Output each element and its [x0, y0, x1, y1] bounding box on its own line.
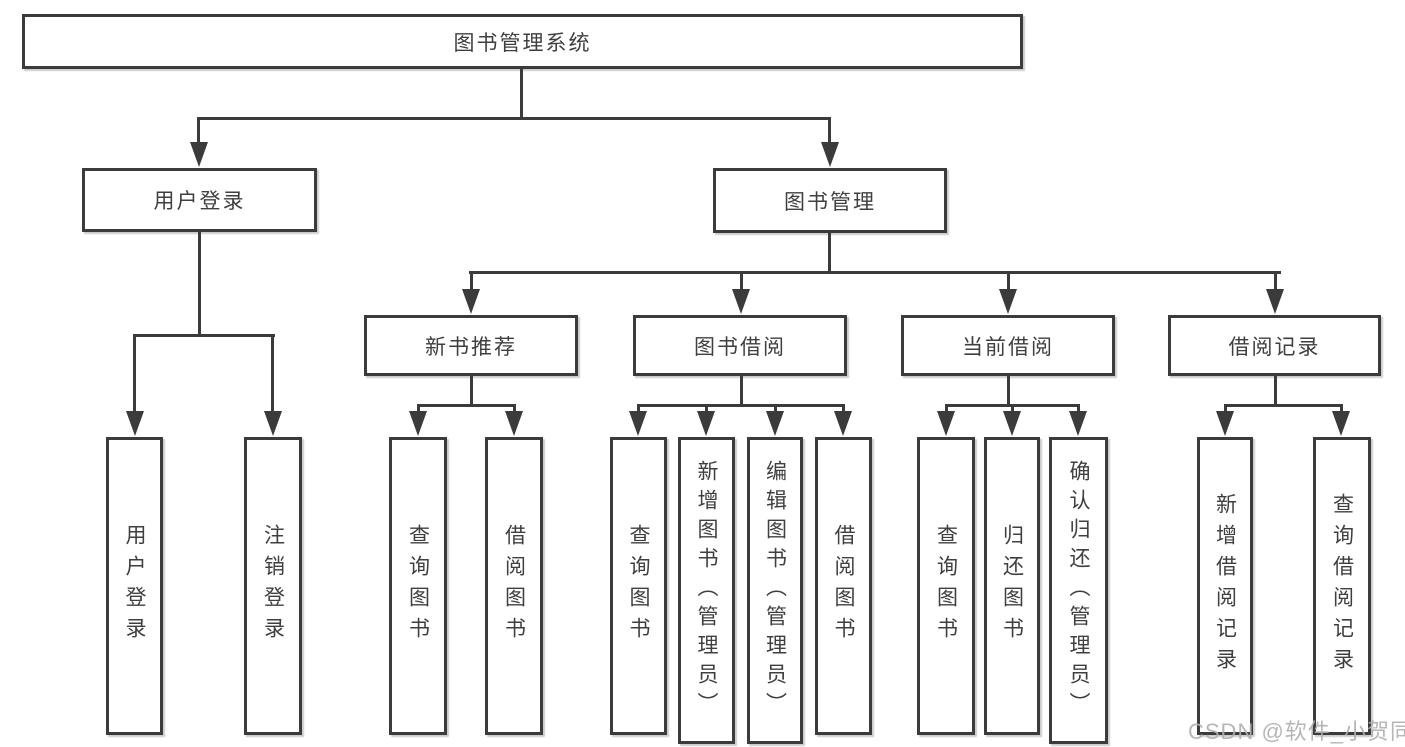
connector-line: [1224, 404, 1343, 407]
connector-line: [828, 117, 831, 145]
arrow-down-icon: [766, 411, 784, 436]
connector-line: [271, 334, 274, 412]
arrow-down-icon: [462, 289, 480, 314]
leaf-logout: 注销登录: [244, 437, 302, 735]
connector-line: [637, 404, 640, 414]
connector-line: [945, 404, 948, 414]
node-current-borrowing: 当前借阅: [901, 315, 1115, 376]
leaf-recommend-borrow-books-label: 借阅图书: [502, 524, 526, 648]
node-borrowing-records-label: 借阅记录: [1228, 335, 1321, 359]
arrow-down-icon: [937, 411, 955, 436]
connector-line: [1274, 271, 1277, 291]
leaf-return-books-label: 归还图书: [1000, 524, 1024, 648]
node-borrowing-records: 借阅记录: [1168, 315, 1381, 376]
arrow-down-icon: [1266, 289, 1284, 314]
node-book-borrowing-label: 图书借阅: [694, 335, 786, 359]
node-book-borrowing: 图书借阅: [633, 315, 847, 376]
connector-line: [828, 233, 831, 273]
connector-line: [417, 404, 516, 407]
connector-line: [740, 271, 743, 291]
arrow-down-icon: [629, 411, 647, 436]
node-book-management: 图书管理: [713, 168, 947, 233]
connector-line: [133, 334, 275, 337]
node-new-book-recommend-label: 新书推荐: [425, 335, 517, 359]
arrow-down-icon: [264, 411, 282, 436]
connector-line: [133, 334, 136, 412]
arrow-down-icon: [1003, 411, 1021, 436]
connector-line: [637, 404, 845, 407]
arrow-down-icon: [126, 411, 144, 436]
connector-line: [774, 404, 777, 414]
arrow-down-icon: [999, 289, 1017, 314]
connector-line: [520, 69, 523, 118]
csdn-watermark: CSDN @软件_小贺同学: [1188, 719, 1405, 744]
leaf-user-login-label: 用户登录: [123, 524, 146, 648]
leaf-logout-label: 注销登录: [261, 524, 285, 648]
leaf-borrow-borrow-books-label: 借阅图书: [832, 524, 855, 648]
connector-line: [197, 117, 831, 120]
connector-line: [197, 117, 200, 145]
connector-line: [1007, 271, 1010, 291]
node-user-login-label: 用户登录: [153, 190, 246, 213]
connector-line: [469, 271, 1281, 274]
node-book-management-label: 图书管理: [784, 190, 876, 214]
leaf-add-books-admin: 新增图书（管理员）: [678, 437, 735, 744]
node-new-book-recommend: 新书推荐: [364, 315, 578, 376]
leaf-borrow-query-books-label: 查询图书: [627, 524, 650, 648]
leaf-edit-books-admin: 编辑图书（管理员）: [747, 437, 803, 744]
node-current-borrowing-label: 当前借阅: [962, 335, 1054, 359]
node-root-label: 图书管理系统: [453, 31, 592, 55]
connector-line: [1224, 404, 1227, 414]
connector-line: [198, 232, 201, 336]
leaf-current-query-books: 查询图书: [917, 437, 975, 735]
connector-line: [1007, 376, 1010, 406]
leaf-current-query-books-label: 查询图书: [934, 524, 958, 648]
arrow-down-icon: [697, 411, 715, 436]
leaf-add-borrow-record: 新增借阅记录: [1197, 437, 1253, 735]
arrow-down-icon: [834, 411, 852, 436]
leaf-user-login: 用户登录: [106, 437, 163, 735]
connector-line: [417, 404, 420, 414]
arrow-down-icon: [409, 411, 427, 436]
leaf-return-books: 归还图书: [984, 437, 1040, 735]
leaf-edit-books-admin-label: 编辑图书（管理员）: [763, 460, 787, 721]
connector-line: [1011, 404, 1014, 414]
connector-line: [470, 376, 473, 406]
leaf-recommend-borrow-books: 借阅图书: [485, 437, 543, 735]
connector-line: [740, 376, 743, 406]
leaf-add-books-admin-label: 新增图书（管理员）: [695, 460, 718, 721]
arrow-down-icon: [821, 142, 839, 167]
connector-line: [513, 404, 516, 414]
node-user-login: 用户登录: [82, 168, 317, 232]
leaf-confirm-return-admin: 确认归还（管理员）: [1049, 437, 1108, 744]
leaf-query-borrow-record: 查询借阅记录: [1313, 437, 1371, 735]
connector-line: [470, 271, 473, 291]
node-root: 图书管理系统: [22, 14, 1023, 69]
leaf-recommend-query-books-label: 查询图书: [406, 524, 430, 648]
arrow-down-icon: [505, 411, 523, 436]
leaf-recommend-query-books: 查询图书: [389, 437, 447, 735]
leaf-borrow-query-books: 查询图书: [610, 437, 667, 735]
connector-line: [1340, 404, 1343, 414]
arrow-down-icon: [1216, 411, 1234, 436]
arrow-down-icon: [732, 289, 750, 314]
leaf-confirm-return-admin-label: 确认归还（管理员）: [1067, 460, 1090, 721]
arrow-down-icon: [1069, 411, 1087, 436]
connector-line: [1274, 376, 1277, 406]
connector-line: [842, 404, 845, 414]
leaf-borrow-borrow-books: 借阅图书: [815, 437, 872, 735]
arrow-down-icon: [1332, 411, 1350, 436]
arrow-down-icon: [190, 142, 208, 167]
connector-line: [705, 404, 708, 414]
leaf-query-borrow-record-label: 查询借阅记录: [1330, 493, 1354, 679]
leaf-add-borrow-record-label: 新增借阅记录: [1213, 493, 1237, 679]
connector-line: [1077, 404, 1080, 414]
